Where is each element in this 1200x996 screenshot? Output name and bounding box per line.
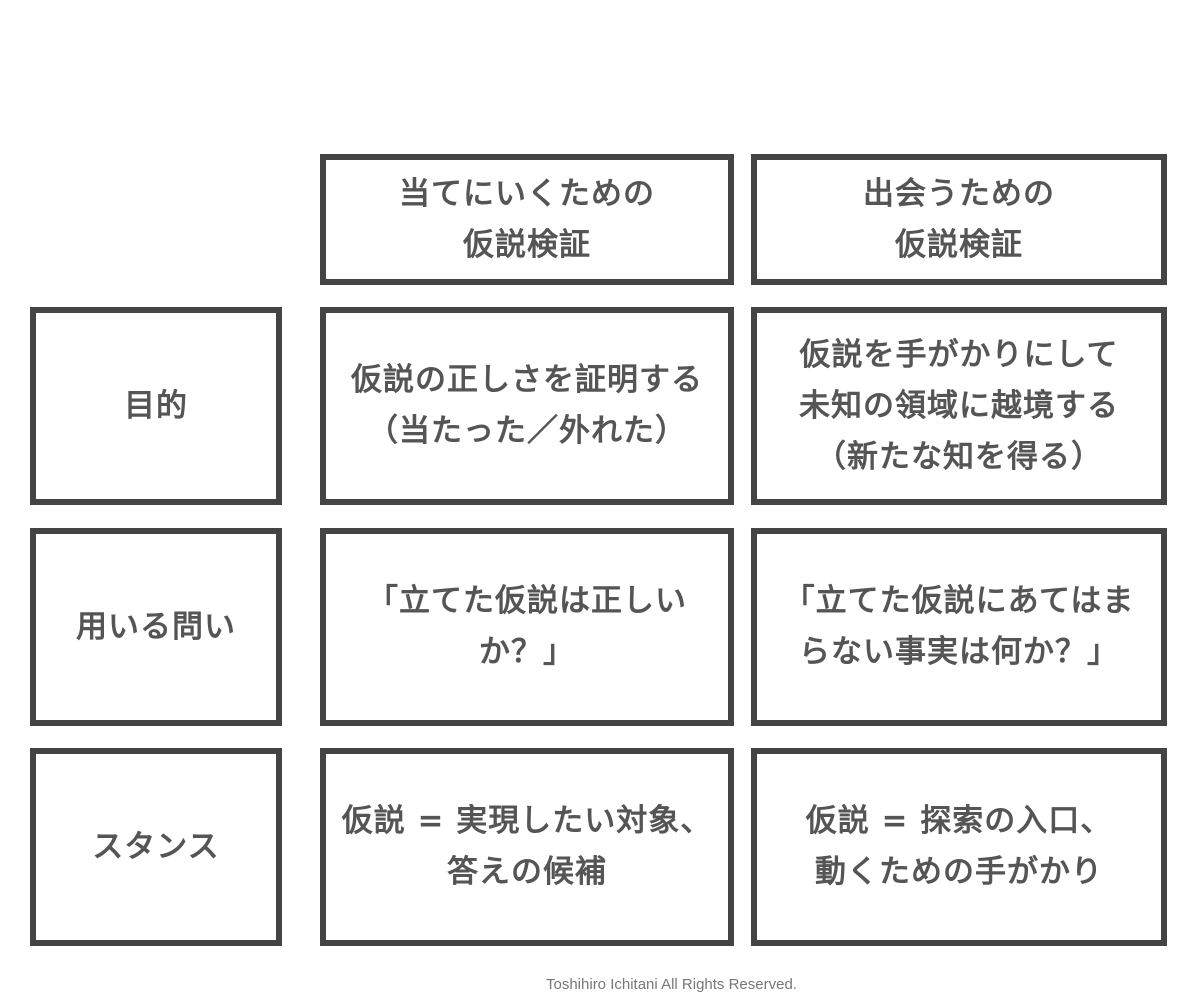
cell-question-encounter: 「立てた仮説にあてはま らない事実は何か？」 (751, 528, 1167, 726)
column-header-encounter-verification: 出会うための 仮説検証 (751, 154, 1167, 285)
cell-stance-hit: 仮説 = 実現したい対象、 答えの候補 (320, 748, 734, 946)
cell-question-hit: 「立てた仮説は正しい か？」 (320, 528, 734, 726)
copyright-text: Toshihiro Ichitani All Rights Reserved. (546, 976, 797, 993)
row-header-purpose: 目的 (30, 307, 282, 505)
cell-text: 仮説 = 実現したい対象、 答えの候補 (341, 803, 713, 890)
row-header-stance: スタンス (30, 748, 282, 946)
row-header-label: 用いる問い (76, 608, 236, 645)
row-header-question: 用いる問い (30, 528, 282, 726)
cell-purpose-encounter: 仮説を手がかりにして 未知の領域に越境する （新たな知を得る） (751, 307, 1167, 505)
cell-text: 仮説の正しさを証明する （当たった／外れた） (351, 362, 703, 449)
cell-text: 「立てた仮説は正しい か？」 (367, 583, 687, 670)
cell-text: 仮説を手がかりにして 未知の領域に越境する （新たな知を得る） (799, 336, 1119, 475)
column-header-label: 出会うための 仮説検証 (863, 175, 1055, 263)
cell-purpose-hit: 仮説の正しさを証明する （当たった／外れた） (320, 307, 734, 505)
row-header-label: スタンス (92, 828, 220, 865)
row-header-label: 目的 (124, 387, 188, 424)
footer: Toshihiro Ichitani All Rights Reserved. (0, 975, 1200, 995)
cell-stance-encounter: 仮説 = 探索の入口、 動くための手がかり (751, 748, 1167, 946)
cell-text: 「立てた仮説にあてはま らない事実は何か？」 (783, 583, 1135, 670)
column-header-label: 当てにいくための 仮説検証 (399, 175, 655, 263)
cell-text: 仮説 = 探索の入口、 動くための手がかり (805, 803, 1113, 890)
column-header-hit-verification: 当てにいくための 仮説検証 (320, 154, 734, 285)
